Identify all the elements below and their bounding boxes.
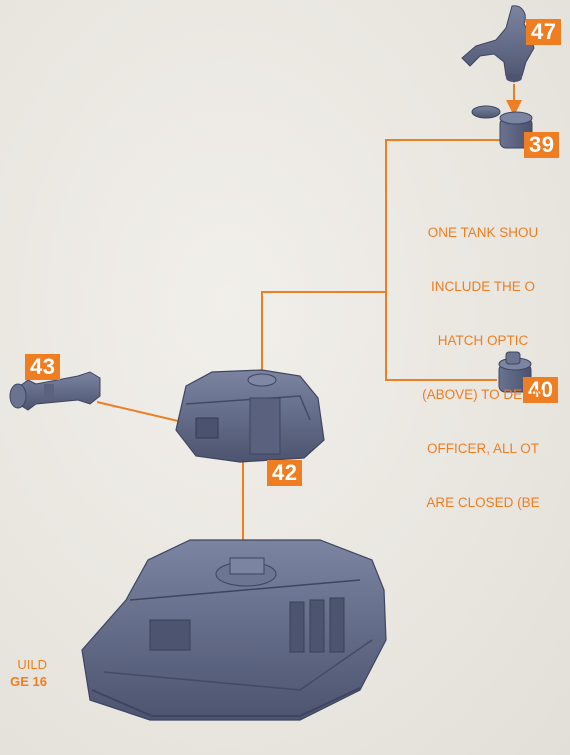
turret-part xyxy=(176,370,324,462)
note-line: ARE CLOSED (BE xyxy=(396,494,570,512)
hatch-option-note: ONE TANK SHOU INCLUDE THE O HATCH OPTIC … xyxy=(396,188,570,548)
note-line: OFFICER, ALL OT xyxy=(396,440,570,458)
tank-hull-part xyxy=(82,540,386,720)
build-reference-text: UILD xyxy=(17,657,47,672)
note-line: INCLUDE THE O xyxy=(396,278,570,296)
note-line: (ABOVE) TO DEFIN xyxy=(396,386,570,404)
note-line: ONE TANK SHOU xyxy=(396,224,570,242)
part-number-47: 47 xyxy=(526,19,561,45)
part-number-43: 43 xyxy=(25,354,60,380)
note-line: HATCH OPTIC xyxy=(396,332,570,350)
officer-figure-part xyxy=(462,6,534,82)
page-reference: GE 16 xyxy=(10,673,47,690)
part-number-39: 39 xyxy=(524,132,559,158)
part-number-42: 42 xyxy=(267,460,302,486)
open-hatch-part xyxy=(472,106,532,148)
build-page-reference: UILD GE 16 xyxy=(10,656,47,690)
